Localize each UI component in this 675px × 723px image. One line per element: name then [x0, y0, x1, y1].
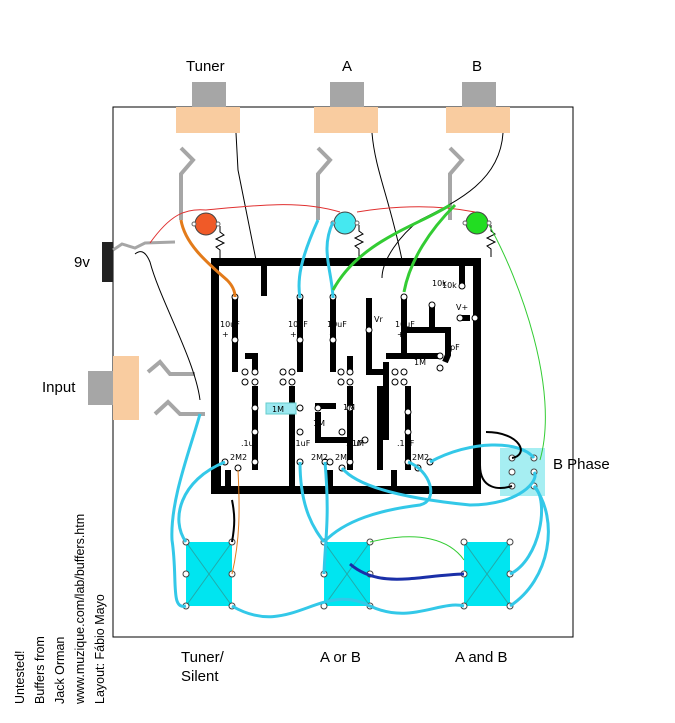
svg-text:5pF: 5pF: [445, 343, 460, 352]
wires-black: [231, 431, 522, 543]
svg-text:1M: 1M: [352, 439, 364, 448]
b-jack: [381, 82, 510, 279]
svg-text:+: +: [397, 330, 404, 339]
wire-green-thin-2: [369, 536, 465, 561]
tuner-jack-label: Tuner: [186, 58, 225, 75]
led-power-wire: [149, 204, 476, 244]
wire-black-thin-input: [134, 251, 201, 401]
svg-text:1M: 1M: [343, 403, 355, 412]
wire-orange-thin: [231, 469, 240, 575]
svg-text:10k: 10k: [442, 281, 457, 290]
wires-cyan: [170, 219, 550, 619]
svg-text:10uF: 10uF: [395, 320, 415, 329]
svg-text:2M2: 2M2: [311, 453, 328, 462]
svg-text:+: +: [290, 330, 297, 339]
led-tuner: [191, 212, 221, 236]
svg-text:2M2: 2M2: [412, 453, 429, 462]
input-jack: [88, 356, 205, 420]
svg-text:V+: V+: [456, 303, 468, 312]
footswitch-tuner-silent[interactable]: [182, 538, 236, 610]
credit-line-3: Jack Orman: [53, 637, 67, 704]
svg-text:1M: 1M: [272, 405, 284, 414]
credit-line-4: www.muzique.com/lab/buffers.htm: [73, 514, 87, 705]
wire-orange: [179, 219, 237, 298]
svg-text:+: +: [329, 330, 336, 339]
b-jack-label: B: [472, 58, 482, 75]
svg-text:2M2: 2M2: [230, 453, 247, 462]
svg-text:1M: 1M: [414, 358, 426, 367]
svg-text:10k: 10k: [432, 279, 447, 288]
a-jack: [314, 82, 403, 261]
svg-text:Vr: Vr: [374, 315, 383, 324]
led-resistors: [214, 225, 497, 258]
wire-green-thin: [488, 224, 546, 461]
svg-text:.1uF: .1uF: [293, 439, 311, 448]
credit-line-2: Buffers from: [33, 636, 47, 704]
svg-text:1M: 1M: [313, 419, 325, 428]
tuner-silent-label-1: Tuner/: [181, 649, 225, 666]
a-or-b-label: A or B: [320, 649, 361, 666]
svg-text:.1uF: .1uF: [346, 439, 364, 448]
footswitch-a-and-b[interactable]: [460, 538, 514, 610]
led-b: [462, 211, 492, 235]
wires-green: [331, 203, 457, 293]
tuner-silent-label-2: Silent: [181, 668, 219, 685]
svg-text:10uF: 10uF: [327, 320, 347, 329]
a-and-b-label: A and B: [455, 649, 508, 666]
power-jack-label: 9v: [74, 254, 90, 271]
led-a: [330, 211, 360, 235]
input-jack-label: Input: [42, 379, 76, 396]
power-jack: [102, 240, 176, 282]
svg-text:.1uF: .1uF: [397, 439, 415, 448]
svg-text:.1uF: .1uF: [241, 439, 259, 448]
svg-text:10uF: 10uF: [288, 320, 308, 329]
pcb-labels: 10uF + 10uF + 10uF + 10uF + Vr V+ 10k 10…: [220, 279, 468, 462]
credit-line-1: Untested!: [13, 650, 27, 704]
a-jack-label: A: [342, 58, 352, 75]
wire-blue: [349, 562, 465, 581]
tuner-jack: [176, 82, 257, 261]
b-phase-label: B Phase: [553, 456, 610, 473]
svg-text:10uF: 10uF: [220, 320, 240, 329]
pcb: [211, 258, 481, 494]
svg-text:2M2: 2M2: [335, 453, 352, 462]
credits: Untested! Buffers from Jack Orman www.mu…: [13, 514, 107, 705]
credit-line-5: Layout: Fábio Mayo: [93, 594, 107, 704]
svg-text:+: +: [222, 330, 229, 339]
